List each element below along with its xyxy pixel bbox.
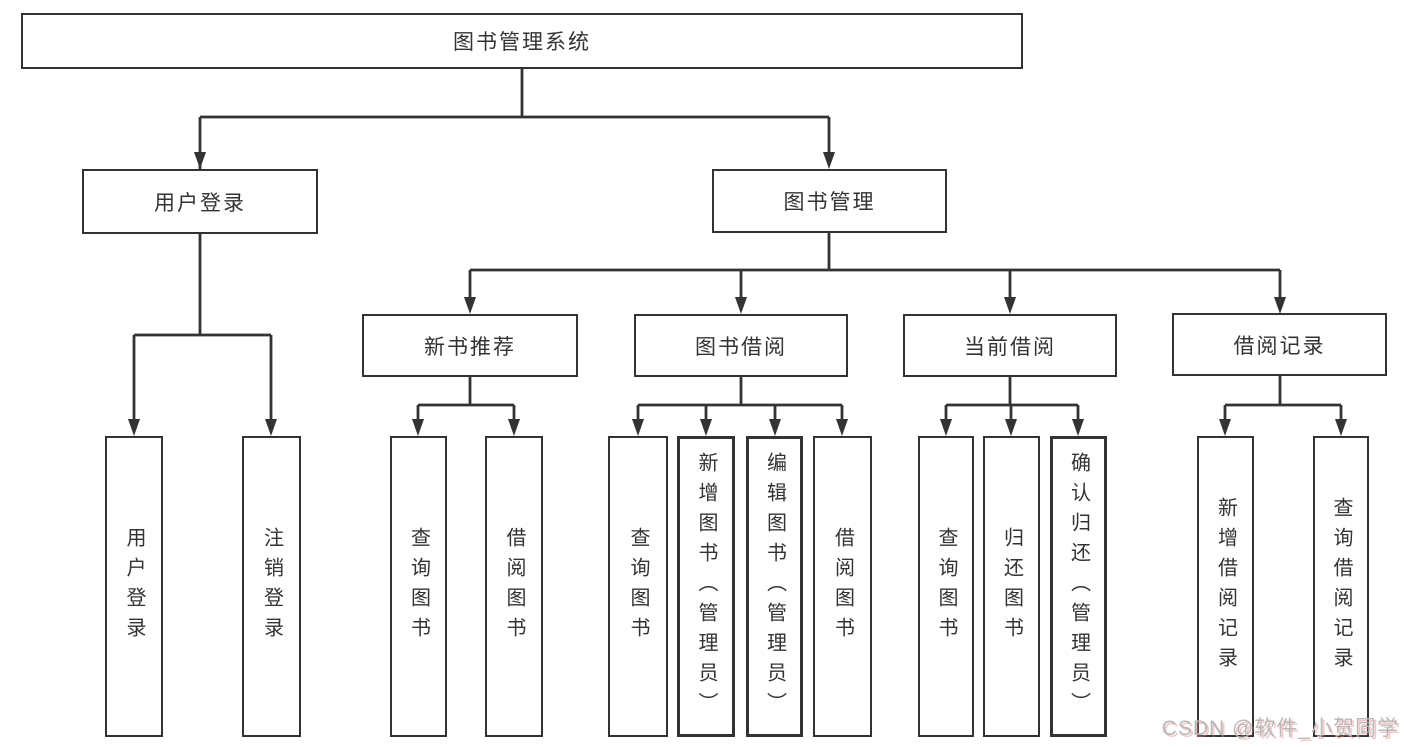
leaf-box-query-books-borrow: 查询图书 bbox=[608, 436, 668, 737]
node-label-borrow-records: 借阅记录 bbox=[1233, 334, 1326, 358]
leaf-label-borrow-books: 借阅图书 bbox=[831, 526, 854, 647]
node-box-book-borrow: 图书借阅 bbox=[634, 314, 848, 377]
node-box-root: 图书管理系统 bbox=[21, 13, 1023, 69]
connector-book-borrow-to-leaves bbox=[632, 377, 848, 436]
node-box-borrow-records: 借阅记录 bbox=[1172, 313, 1387, 376]
leaf-box-borrow-books-recommend: 借阅图书 bbox=[485, 436, 543, 737]
leaf-label-query-borrow-record: 查询借阅记录 bbox=[1330, 496, 1352, 677]
leaf-box-confirm-return-admin: 确认归还（管理员） bbox=[1050, 436, 1107, 737]
connector-new-book-to-leaves bbox=[412, 377, 520, 436]
leaf-label-user-login: 用户登录 bbox=[123, 526, 145, 647]
node-label-book-borrow: 图书借阅 bbox=[695, 335, 787, 359]
node-box-book-management: 图书管理 bbox=[712, 169, 947, 233]
leaf-label-edit-books-admin: 编辑图书（管理员） bbox=[763, 451, 786, 722]
leaf-label-query-books-recommend: 查询图书 bbox=[407, 526, 430, 647]
csdn-watermark: CSDN @软件_小贺同学 bbox=[1161, 717, 1399, 740]
leaf-box-add-books-admin: 新增图书（管理员） bbox=[677, 436, 735, 737]
node-box-new-book-recommend: 新书推荐 bbox=[362, 314, 578, 377]
leaf-label-query-books-borrow: 查询图书 bbox=[627, 526, 649, 647]
leaf-label-confirm-return-admin: 确认归还（管理员） bbox=[1067, 451, 1090, 722]
connector-root-to-level2 bbox=[194, 69, 835, 421]
connector-borrow-records-to-leaves bbox=[1219, 375, 1347, 436]
leaf-box-query-borrow-record: 查询借阅记录 bbox=[1313, 436, 1369, 737]
leaf-box-borrow-books: 借阅图书 bbox=[813, 436, 872, 737]
node-label-new-book-recommend: 新书推荐 bbox=[424, 335, 516, 359]
connector-user-login-to-leaves bbox=[128, 234, 277, 436]
leaf-label-borrow-books-recommend: 借阅图书 bbox=[503, 526, 525, 647]
leaf-label-return-books: 归还图书 bbox=[1000, 526, 1023, 647]
leaf-label-add-books-admin: 新增图书（管理员） bbox=[695, 451, 717, 722]
leaf-label-logout: 注销登录 bbox=[260, 526, 283, 647]
node-label-user-login: 用户登录 bbox=[154, 191, 246, 215]
node-label-book-management: 图书管理 bbox=[783, 191, 876, 214]
leaf-label-add-borrow-record: 新增借阅记录 bbox=[1214, 496, 1237, 677]
connector-book-management-to-level3 bbox=[464, 233, 1286, 314]
leaf-box-edit-books-admin: 编辑图书（管理员） bbox=[746, 436, 803, 737]
leaf-box-logout: 注销登录 bbox=[242, 436, 301, 737]
connector-current-borrow-to-leaves bbox=[940, 377, 1084, 436]
node-box-current-borrow: 当前借阅 bbox=[903, 314, 1117, 377]
leaf-box-add-borrow-record: 新增借阅记录 bbox=[1197, 436, 1254, 737]
leaf-box-query-books-recommend: 查询图书 bbox=[390, 436, 447, 737]
leaf-box-user-login: 用户登录 bbox=[105, 436, 163, 737]
node-label-current-borrow: 当前借阅 bbox=[964, 335, 1056, 359]
leaf-box-query-books-current: 查询图书 bbox=[918, 436, 974, 737]
leaf-label-query-books-current: 查询图书 bbox=[935, 526, 957, 647]
node-label-root: 图书管理系统 bbox=[453, 31, 591, 54]
node-box-user-login: 用户登录 bbox=[82, 169, 318, 234]
leaf-box-return-books: 归还图书 bbox=[983, 436, 1040, 737]
